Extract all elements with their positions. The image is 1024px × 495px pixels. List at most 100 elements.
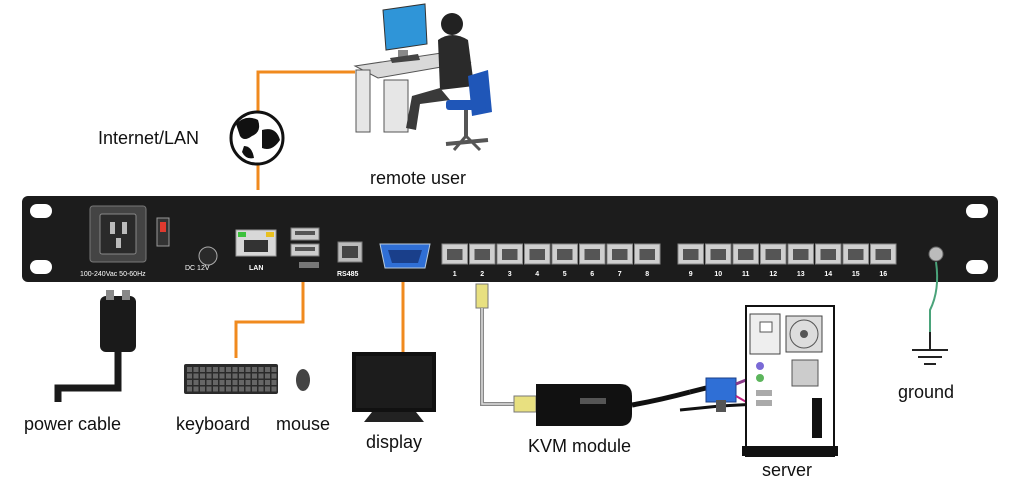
port-socket xyxy=(710,249,726,260)
rj45-connector-icon xyxy=(475,283,489,309)
keyboard-key xyxy=(219,380,225,385)
vga-plug-icon xyxy=(705,377,737,403)
power-socket-icon xyxy=(759,321,773,333)
remote-user-illustration xyxy=(353,3,492,152)
rack-hole xyxy=(966,204,988,218)
power-cable-illustration xyxy=(54,290,136,402)
port-number-label: 15 xyxy=(852,271,860,278)
port-number-label: 11 xyxy=(742,271,750,278)
display-label: display xyxy=(366,432,423,452)
port-socket xyxy=(502,249,518,260)
keyboard-key xyxy=(213,386,218,392)
rack-hole xyxy=(30,260,52,274)
keyboard-key xyxy=(200,386,205,392)
port-socket xyxy=(447,249,463,260)
keyboard-key xyxy=(226,386,231,392)
rs485-label: RS485 xyxy=(337,271,359,278)
port-socket xyxy=(820,249,836,260)
keyboard-key xyxy=(213,373,218,379)
keyboard-key xyxy=(239,380,244,385)
keyboard-key xyxy=(265,373,270,379)
internet-lan-label: Internet/LAN xyxy=(98,128,200,148)
keyboard-key xyxy=(239,373,244,379)
port-number-label: 13 xyxy=(797,271,805,278)
keyboard-key xyxy=(187,367,192,372)
port-socket xyxy=(848,249,864,260)
rj45-connector-icon xyxy=(513,395,537,413)
port-number-label: 16 xyxy=(879,271,887,278)
keyboard-key xyxy=(206,380,212,385)
kvm-module-label: KVM module xyxy=(528,436,632,456)
keyboard-key xyxy=(200,373,205,379)
port-number-label: 1 xyxy=(453,271,457,278)
globe-icon xyxy=(229,110,285,166)
remote-user-label: remote user xyxy=(370,168,467,188)
keyboard-key xyxy=(271,373,277,379)
keyboard-key xyxy=(245,386,251,392)
server-illustration xyxy=(742,305,838,457)
keyboard-key xyxy=(206,386,212,392)
port-number-label: 6 xyxy=(590,271,594,278)
port-number-label: 5 xyxy=(563,271,567,278)
mouse-label: mouse xyxy=(276,414,331,434)
keyboard-key xyxy=(271,386,277,392)
port-number-label: 9 xyxy=(689,271,693,278)
port-socket xyxy=(875,249,891,260)
keyboard-key xyxy=(252,367,257,372)
keyboard-key xyxy=(200,367,205,372)
keyboard-key xyxy=(213,380,218,385)
keyboard-key xyxy=(226,380,231,385)
keyboard-key xyxy=(258,367,264,372)
port-socket xyxy=(738,249,754,260)
port-socket xyxy=(639,249,655,260)
keyboard-key xyxy=(187,373,192,379)
port-number-label: 3 xyxy=(508,271,512,278)
keyboard-key xyxy=(219,373,225,379)
keyboard-key xyxy=(219,367,225,372)
keyboard-key xyxy=(258,386,264,392)
keyboard-key xyxy=(239,367,244,372)
power-rating-text: 100-240Vac 50-60Hz xyxy=(80,271,146,278)
keyboard-key xyxy=(193,386,199,392)
port-socket xyxy=(474,249,490,260)
server-label: server xyxy=(762,460,813,480)
keyboard-key xyxy=(213,367,218,372)
keyboard-key xyxy=(265,367,270,372)
keyboard-illustration xyxy=(184,364,278,394)
ground-wiring xyxy=(912,261,948,365)
keyboard-key xyxy=(239,386,244,392)
kvm-chassis: 100-240Vac 50-60Hz DC 12V LAN RS485 xyxy=(22,196,998,282)
display-illustration xyxy=(352,352,436,422)
keyboard-key xyxy=(206,373,212,379)
port-socket xyxy=(683,249,699,260)
keyboard-key xyxy=(226,373,231,379)
keyboard-key xyxy=(245,367,251,372)
keyboard-key xyxy=(232,373,238,379)
keyboard-key xyxy=(265,386,270,392)
rack-hole xyxy=(30,204,52,218)
ground-symbol-icon xyxy=(912,332,948,365)
ground-wire xyxy=(929,261,939,332)
port-socket xyxy=(765,249,781,260)
usb-to-keyboard-cable xyxy=(234,270,305,358)
keyboard-key xyxy=(187,386,192,392)
keyboard-key xyxy=(265,380,270,385)
ground-label: ground xyxy=(898,382,955,402)
lan-label: LAN xyxy=(249,265,263,272)
keyboard-key xyxy=(219,386,225,392)
keyboard-key xyxy=(245,380,251,385)
port-number-label: 12 xyxy=(769,271,777,278)
keyboard-key xyxy=(206,367,212,372)
keyboard-key xyxy=(252,380,257,385)
kvm-module-icon xyxy=(536,384,707,426)
mouse-icon xyxy=(296,369,310,391)
kvm-module-cable xyxy=(475,283,537,413)
usb-ports xyxy=(290,227,320,257)
keyboard-key xyxy=(187,380,192,385)
port-number-label: 4 xyxy=(535,271,539,278)
rack-hole xyxy=(966,260,988,274)
vga-port xyxy=(379,243,431,269)
port-number-label: 8 xyxy=(645,271,649,278)
